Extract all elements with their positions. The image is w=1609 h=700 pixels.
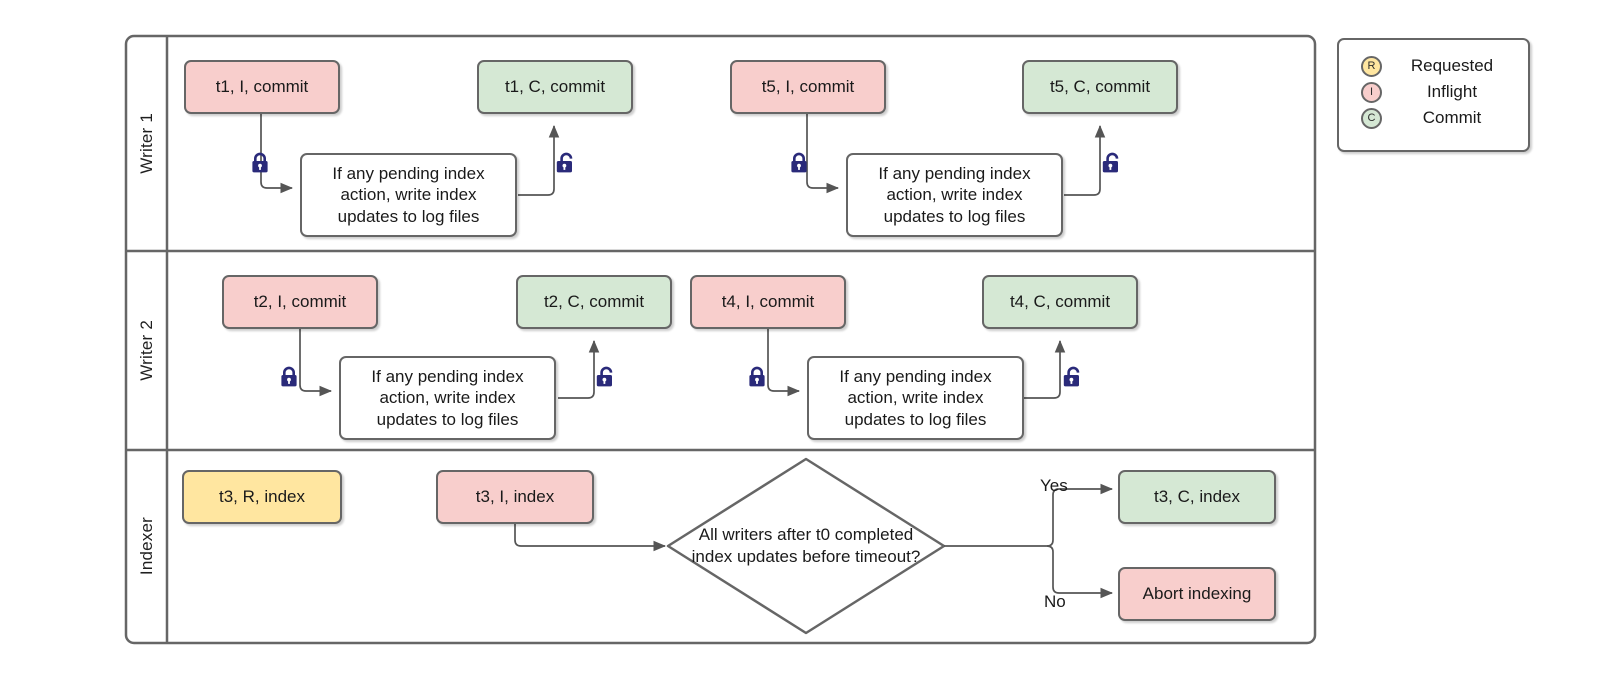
- legend-label-commit: Commit: [1422, 108, 1482, 127]
- node-w2-t2-inflight[interactable]: t2, I, commit: [222, 275, 378, 329]
- lock-open-icon: [556, 152, 573, 173]
- legend-item-commit: C Commit: [1339, 105, 1528, 131]
- lock-open-icon: [596, 366, 613, 387]
- edge-label-yes: Yes: [1040, 476, 1068, 495]
- edge-label-no: No: [1044, 592, 1066, 611]
- node-w1-t5-commit[interactable]: t5, C, commit: [1022, 60, 1178, 114]
- node-w2-process-a[interactable]: If any pending index action, write index…: [339, 356, 556, 440]
- lock-closed-icon: [281, 366, 297, 387]
- lock-closed-icon: [791, 152, 807, 173]
- lane-label-writer-1: Writer 1: [136, 113, 156, 174]
- legend-panel: R Requested I Inflight C Commit: [1337, 38, 1530, 152]
- node-w2-t4-inflight[interactable]: t4, I, commit: [690, 275, 846, 329]
- legend-item-inflight: I Inflight: [1339, 79, 1528, 105]
- lane-label-indexer: Indexer: [136, 517, 156, 576]
- badge-requested-icon: R: [1361, 55, 1382, 77]
- lane-label-writer-2: Writer 2: [136, 320, 156, 381]
- node-indexer-t3-requested[interactable]: t3, R, index: [182, 470, 342, 524]
- node-w1-t1-commit[interactable]: t1, C, commit: [477, 60, 633, 114]
- node-indexer-t3-inflight[interactable]: t3, I, index: [436, 470, 594, 524]
- node-w1-process-b[interactable]: If any pending index action, write index…: [846, 153, 1063, 237]
- lock-closed-icon: [252, 152, 268, 173]
- legend-label-inflight: Inflight: [1426, 82, 1478, 101]
- lock-closed-icon: [749, 366, 765, 387]
- node-w2-t4-commit[interactable]: t4, C, commit: [982, 275, 1138, 329]
- legend-label-requested: Requested: [1410, 56, 1494, 75]
- node-indexer-t3-commit[interactable]: t3, C, index: [1118, 470, 1276, 524]
- node-w2-t2-commit[interactable]: t2, C, commit: [516, 275, 672, 329]
- legend-item-requested: R Requested: [1339, 53, 1528, 79]
- lock-open-icon: [1102, 152, 1119, 173]
- node-w1-process-a[interactable]: If any pending index action, write index…: [300, 153, 517, 237]
- badge-commit-icon: C: [1361, 107, 1382, 129]
- node-indexer-abort[interactable]: Abort indexing: [1118, 567, 1276, 621]
- node-w1-t1-inflight[interactable]: t1, I, commit: [184, 60, 340, 114]
- node-w1-t5-inflight[interactable]: t5, I, commit: [730, 60, 886, 114]
- node-w2-process-b[interactable]: If any pending index action, write index…: [807, 356, 1024, 440]
- badge-inflight-icon: I: [1361, 81, 1382, 103]
- lock-open-icon: [1063, 366, 1080, 387]
